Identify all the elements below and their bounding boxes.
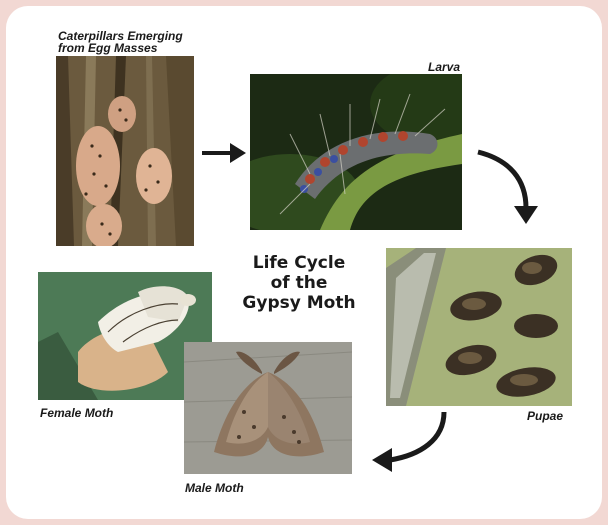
arrow-eggs-to-larva — [202, 143, 246, 163]
arrow-pupae-to-male — [372, 412, 444, 472]
arrow-larva-to-pupae — [478, 152, 538, 224]
